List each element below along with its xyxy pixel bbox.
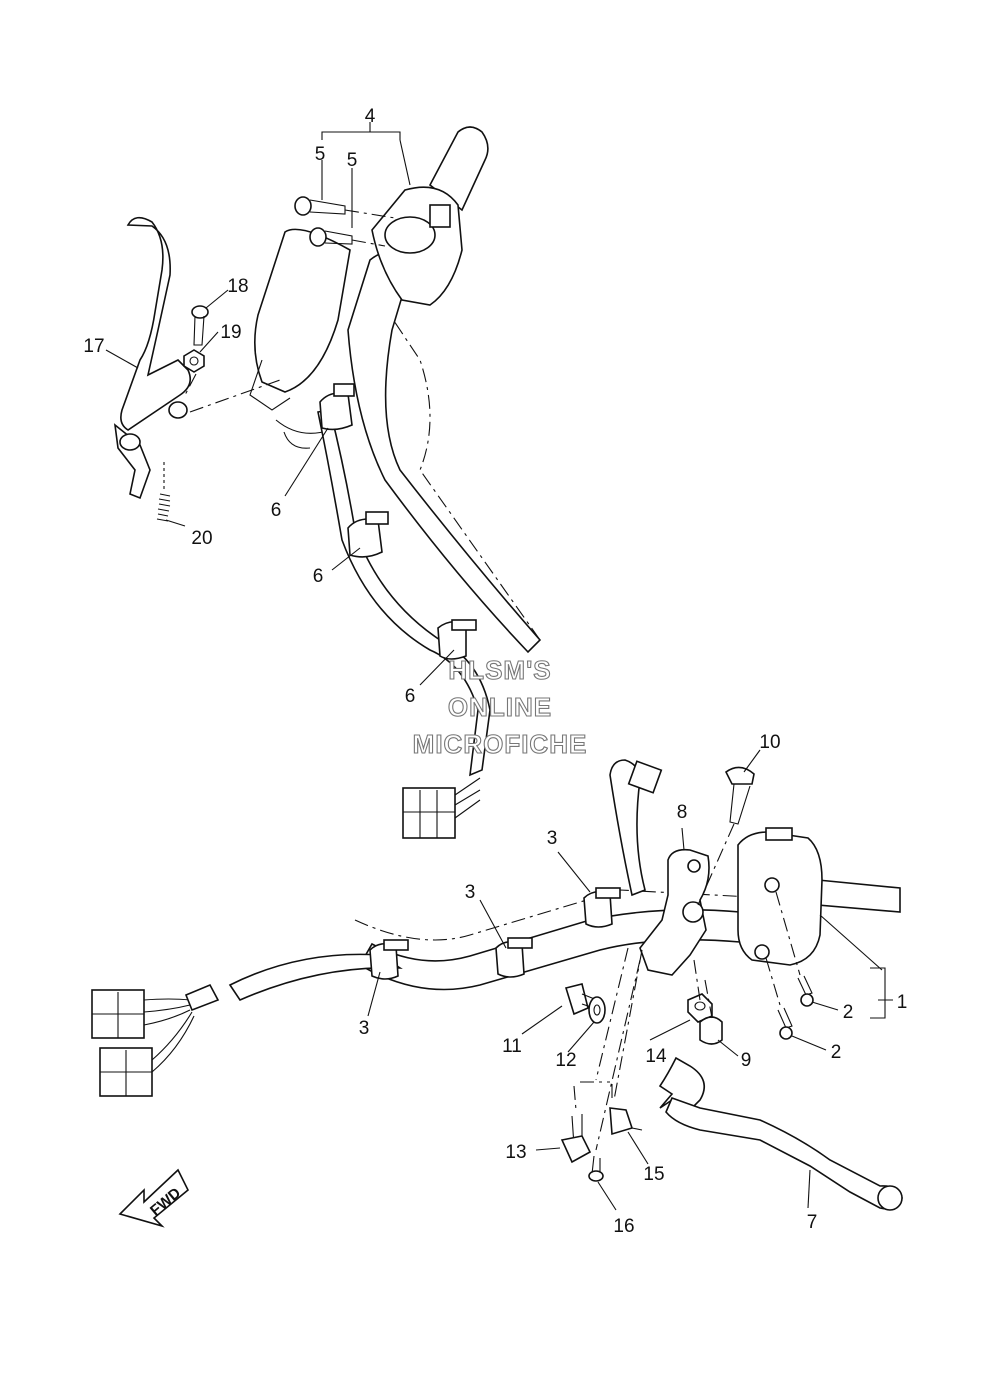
callout-13: 13 [505, 1142, 526, 1163]
switch-button [429, 204, 451, 228]
screw-5a [294, 196, 346, 216]
switch-screw-hole-1 [764, 877, 780, 893]
callout-3c: 3 [359, 1018, 370, 1039]
lever-pivot-hole [119, 433, 141, 451]
cable-clamp-2 [347, 511, 389, 558]
callout-3b: 3 [465, 882, 476, 903]
handlebar-centerline [379, 299, 541, 641]
cable-clamp-3 [437, 619, 477, 660]
callout-2a: 2 [843, 1002, 854, 1023]
cable-clamp-3b [495, 937, 533, 978]
callout-20: 20 [191, 528, 212, 549]
bolt-18 [191, 305, 209, 346]
callout-17: 17 [83, 336, 104, 357]
cable-clamp-1 [319, 383, 355, 431]
connector-block [402, 787, 456, 839]
callout-12: 12 [555, 1050, 576, 1071]
clutch-lever-7 [665, 1096, 903, 1210]
callout-6c: 6 [405, 686, 416, 707]
callout-16: 16 [613, 1216, 634, 1237]
watermark-line-1: HLSM'S [448, 655, 551, 685]
upper-lever-assembly [113, 216, 281, 522]
cable-clamp-3a [369, 939, 409, 980]
lever-pivot [168, 401, 188, 419]
callout-18: 18 [227, 276, 248, 297]
upper-handlebar-assembly [249, 122, 542, 839]
callout-9: 9 [741, 1050, 752, 1071]
callout-6b: 6 [313, 566, 324, 587]
leader-lines [105, 160, 839, 1211]
grommet [184, 983, 220, 1012]
collar-9 [699, 1016, 723, 1045]
lower-connector-a [91, 989, 145, 1039]
nut-19 [183, 349, 205, 373]
fwd-arrow: FWD [118, 1168, 190, 1228]
connector-wires [454, 777, 481, 819]
callout-4: 4 [365, 106, 376, 127]
spring-20 [156, 462, 171, 522]
lower-handlebar-assembly [91, 759, 903, 1211]
small-connector [627, 760, 663, 794]
callout-15: 15 [643, 1164, 664, 1185]
left-grip [428, 126, 489, 212]
lever-ball-end [877, 1185, 903, 1211]
bolt-13 [560, 1114, 592, 1164]
lower-connector-wires [143, 998, 195, 1073]
lever-holder-8 [639, 848, 710, 976]
brake-switch-15 [609, 1107, 643, 1136]
bolt-10 [724, 766, 755, 825]
switch-box-lower [249, 359, 291, 411]
callout-7: 7 [807, 1212, 818, 1233]
switch-box [254, 228, 351, 393]
lower-harness-cable [228, 953, 403, 1002]
right-grip-end [817, 879, 901, 913]
watermark-line-3: MICROFICHE [413, 729, 588, 759]
leader-1 [870, 967, 893, 1019]
leader-4 [321, 122, 411, 186]
callout-2b: 2 [831, 1042, 842, 1063]
screw-16 [588, 1155, 604, 1182]
screw-2a [797, 975, 814, 1007]
callout-5a: 5 [315, 144, 326, 165]
switch-tab [765, 827, 793, 841]
callout-8: 8 [677, 802, 688, 823]
cable-clamp-3c [583, 887, 621, 928]
switch-bore [384, 216, 436, 254]
right-switch-cable [609, 759, 646, 897]
watermark-line-2: ONLINE [448, 692, 552, 722]
brake-lever-17 [120, 216, 191, 431]
callout-5b: 5 [347, 150, 358, 171]
watermark: HLSM'S ONLINE MICROFICHE [412, 654, 588, 759]
lower-handlebar-centerline [354, 889, 901, 941]
callout-10: 10 [759, 732, 780, 753]
upper-connector [402, 777, 481, 839]
callout-6a: 6 [271, 500, 282, 521]
screw-2b [777, 1007, 793, 1040]
left-handlebar-tube [347, 251, 542, 654]
callout-11: 11 [502, 1036, 522, 1057]
callout-numbers: 4 5 5 18 19 17 20 6 6 6 10 8 3 3 3 1 2 2… [83, 106, 907, 1237]
callout-19: 19 [220, 322, 241, 343]
callout-3a: 3 [547, 828, 558, 849]
washer-12 [588, 996, 606, 1024]
lower-connector-b [99, 1047, 153, 1097]
callout-14: 14 [645, 1046, 667, 1067]
switch-screw-hole-2 [754, 944, 770, 960]
screw-5b [309, 227, 353, 247]
callout-1: 1 [897, 992, 908, 1013]
right-switch-housing [737, 831, 823, 966]
